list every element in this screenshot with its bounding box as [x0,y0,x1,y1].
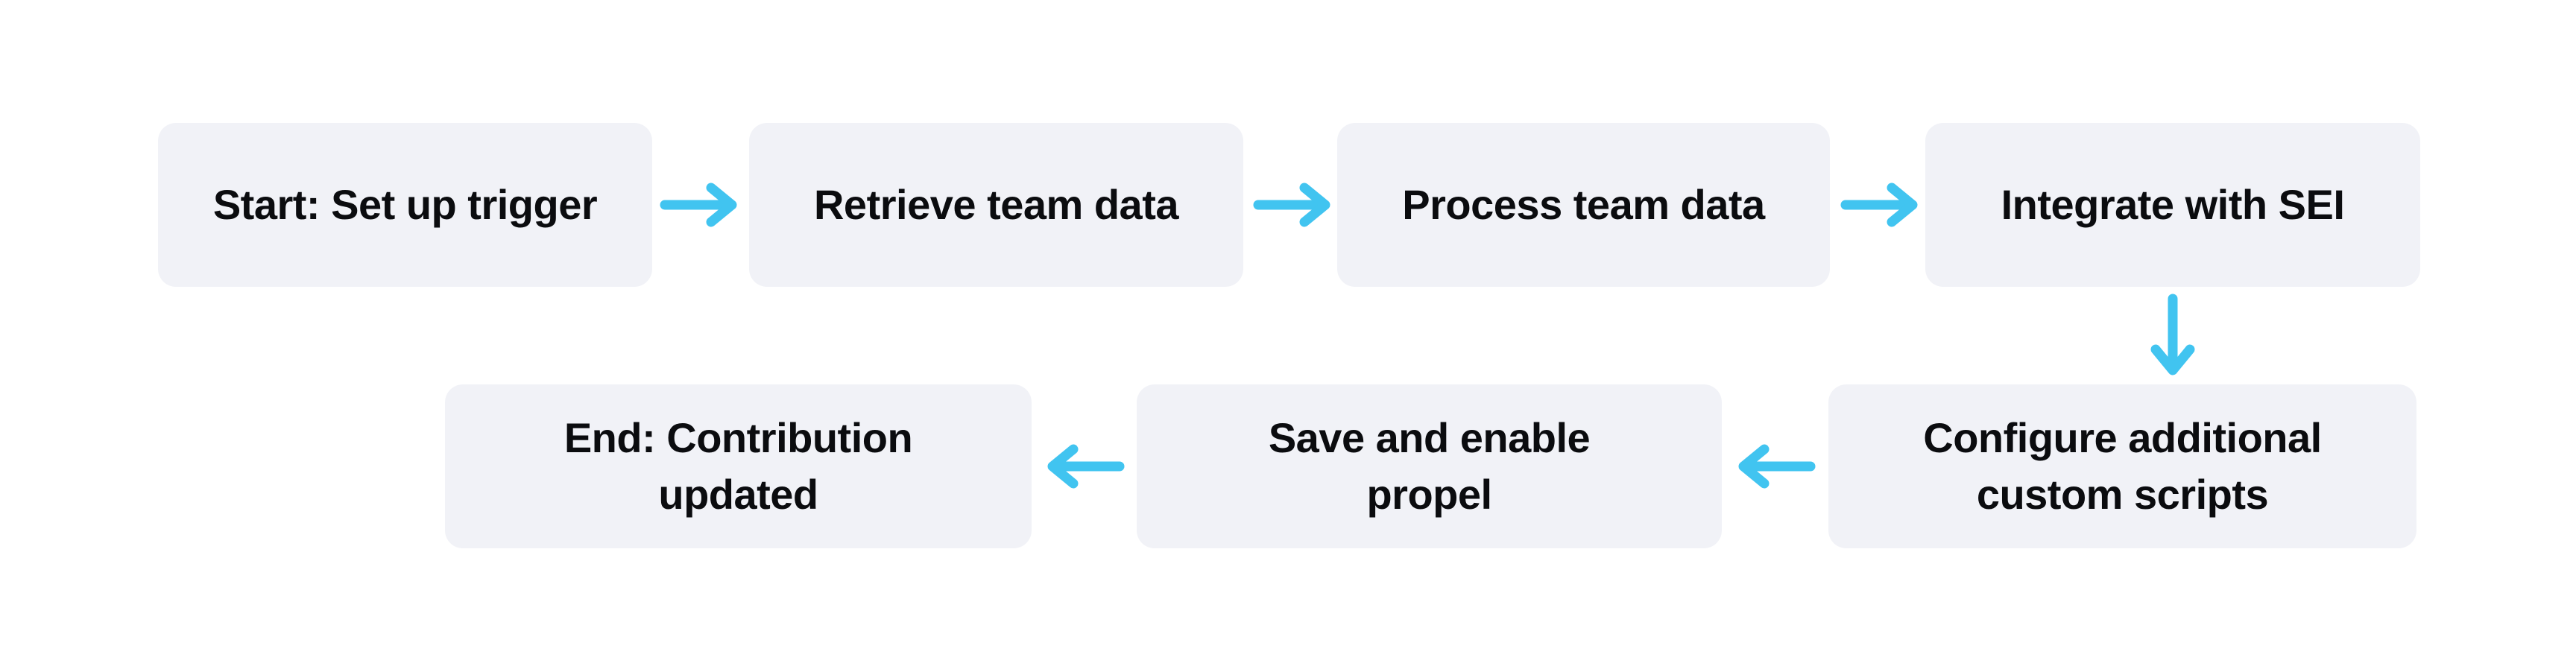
arrow-left-icon [1042,444,1126,489]
flow-node-label: End: Contribution updated [564,414,913,518]
flow-node-process: Process team data [1337,123,1830,287]
flow-node-label: Retrieve team data [813,181,1179,228]
flow-node-label: Integrate with SEI [2001,181,2345,228]
arrow-right-icon [659,183,738,227]
flow-node-label: Save and enable propel [1268,414,1591,518]
flow-node-retrieve: Retrieve team data [749,123,1243,287]
flow-node-save: Save and enable propel [1137,384,1722,548]
arrow-down-icon [2150,293,2195,376]
arrow-right-icon [1252,183,1331,227]
arrow-left-icon [1733,444,1816,489]
flow-node-end: End: Contribution updated [445,384,1032,548]
flow-node-integrate: Integrate with SEI [1925,123,2420,287]
flow-node-label: Configure additional custom scripts [1923,414,2322,518]
flow-node-configure: Configure additional custom scripts [1828,384,2416,548]
flow-node-label: Process team data [1402,181,1765,228]
flow-node-label: Start: Set up trigger [212,181,598,228]
arrow-right-icon [1840,183,1919,227]
flow-node-start: Start: Set up trigger [158,123,652,287]
